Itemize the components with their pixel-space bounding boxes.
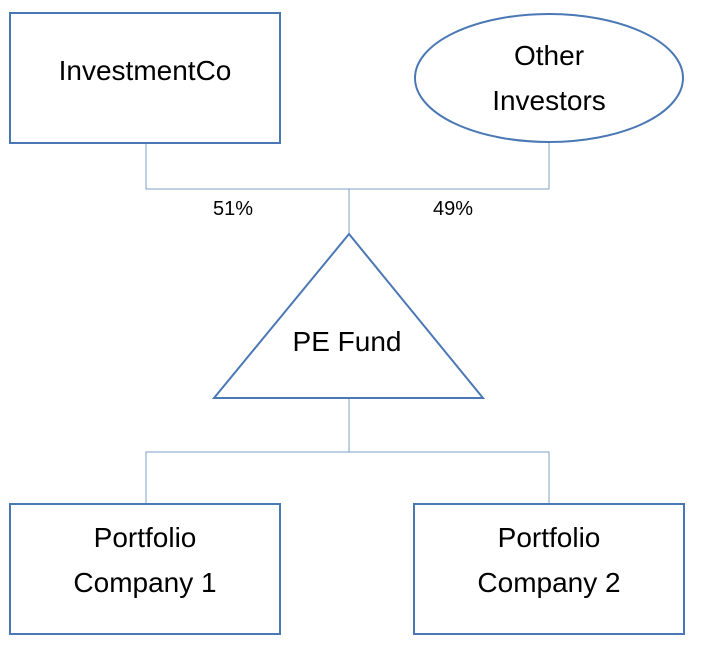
other-investors-label-line1: Other: [514, 40, 584, 71]
investmentco-label: InvestmentCo: [59, 55, 232, 86]
portfolio-company-2-label-line1: Portfolio: [498, 522, 601, 553]
pe-fund-label: PE Fund: [293, 326, 402, 357]
portfolio-company-1-node: Portfolio Company 1: [9, 503, 281, 635]
connector-investmentco: [145, 143, 349, 190]
other-investors-stake-label: 49%: [433, 198, 473, 220]
portfolio-company-2-node: Portfolio Company 2: [413, 503, 685, 635]
connector-portfolio-1: [145, 451, 349, 504]
portfolio-company-1-label-line2: Company 1: [73, 567, 216, 598]
portfolio-company-2-label-line2: Company 2: [477, 567, 620, 598]
connector-other-investors: [349, 143, 550, 190]
other-investors-node: Other Investors: [414, 13, 684, 143]
portfolio-company-1-label-line1: Portfolio: [94, 522, 197, 553]
other-investors-label-line2: Investors: [492, 85, 606, 116]
investmentco-node: InvestmentCo: [9, 12, 281, 144]
connector-portfolio-2: [349, 451, 550, 504]
investmentco-stake-label: 51%: [213, 198, 253, 220]
pe-fund-node: PE Fund: [211, 232, 486, 399]
